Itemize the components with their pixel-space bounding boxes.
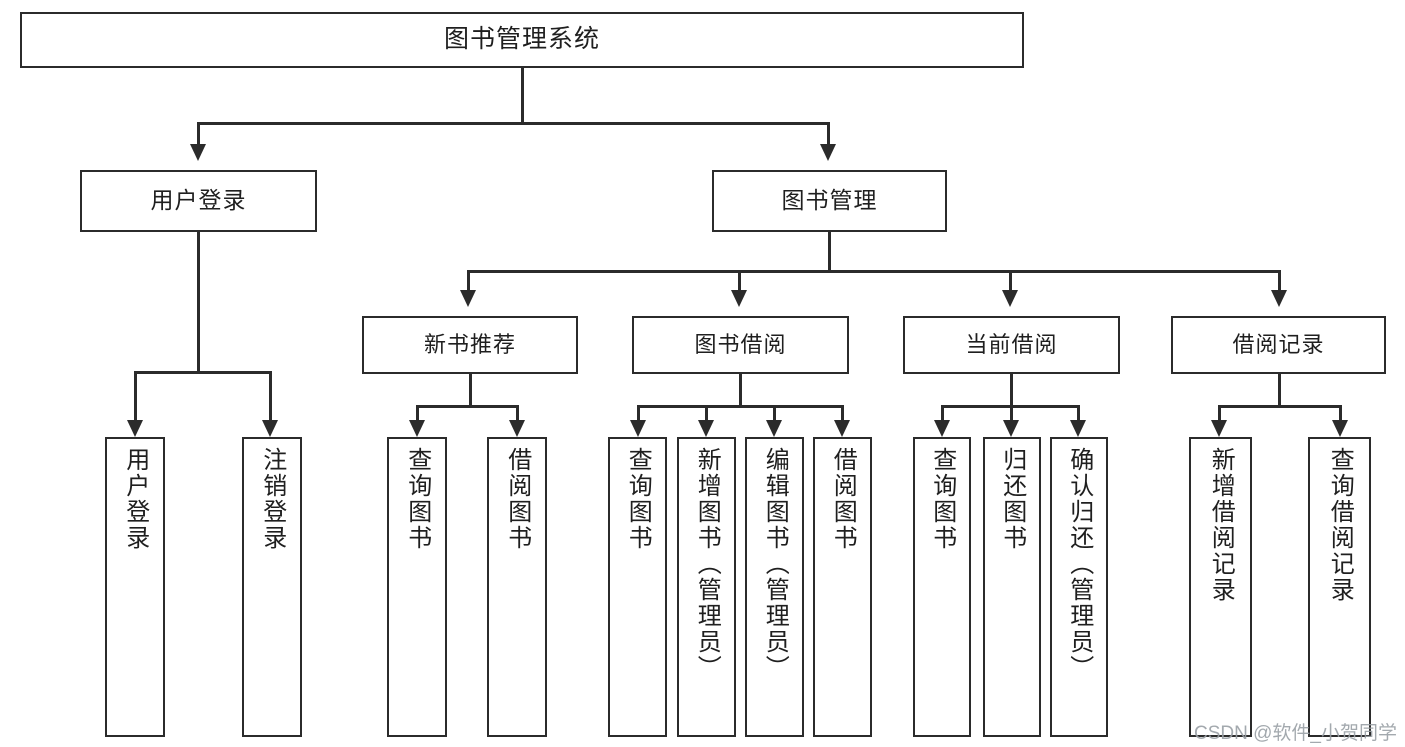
arrow-to-leaf-user-login: [127, 420, 143, 437]
arrow-to-book-borrow: [731, 290, 747, 307]
node-user-login[interactable]: 用户登录: [80, 170, 317, 232]
arrow-to-leaf-confirm-return: [1070, 420, 1086, 437]
arrow-to-leaf-logout-login: [262, 420, 278, 437]
arrow-to-current-borrow: [1002, 290, 1018, 307]
edge-bookborrow-drop-2: [773, 405, 776, 420]
leaf-node-label: 借阅图书: [503, 447, 531, 551]
edge-currentborrow-drop-1: [1010, 405, 1013, 420]
edge-root-drop-left: [197, 122, 200, 144]
leaf-node-label: 编辑图书（管理员）: [761, 447, 789, 681]
edge-currentborrow-drop-0: [941, 405, 944, 420]
node-label: 图书管理: [781, 187, 878, 214]
edge-root-bus: [197, 122, 829, 125]
arrow-to-leaf-query-book-2: [630, 420, 646, 437]
leaf-node[interactable]: 查询图书: [608, 437, 667, 737]
leaf-node-label: 用户登录: [121, 447, 149, 551]
leaf-node[interactable]: 确认归还（管理员）: [1050, 437, 1108, 737]
edge-recommend-drop-1: [516, 405, 519, 420]
leaf-node-label: 查询图书: [928, 447, 956, 551]
edge-bookmgmt-drop-1: [738, 270, 741, 290]
arrow-to-leaf-add-borrow-record: [1211, 420, 1227, 437]
edge-bookborrow-drop-3: [841, 405, 844, 420]
edge-recommend-stem: [469, 374, 472, 405]
edge-bookmgmt-drop-3: [1278, 270, 1281, 290]
node-label: 当前借阅: [965, 332, 1058, 358]
edge-recommend-bus: [416, 405, 518, 408]
leaf-node[interactable]: 归还图书: [983, 437, 1041, 737]
edge-currentborrow-drop-2: [1077, 405, 1080, 420]
leaf-node-label: 查询借阅记录: [1326, 447, 1354, 603]
edge-bookborrow-drop-1: [705, 405, 708, 420]
node-book-management-system[interactable]: 图书管理系统: [20, 12, 1024, 68]
edge-bookborrow-bus: [637, 405, 843, 408]
node-book-management[interactable]: 图书管理: [712, 170, 947, 232]
node-new-book-recommend[interactable]: 新书推荐: [362, 316, 578, 374]
edge-borrowrecord-stem: [1278, 374, 1281, 405]
leaf-node-label: 归还图书: [998, 447, 1026, 551]
arrow-to-new-book-recommend: [460, 290, 476, 307]
leaf-node-label: 注销登录: [258, 447, 286, 551]
leaf-node[interactable]: 新增借阅记录: [1189, 437, 1252, 737]
arrow-to-leaf-return-book: [1003, 420, 1019, 437]
edge-bookmgmt-bus: [467, 270, 1281, 273]
leaf-node[interactable]: 编辑图书（管理员）: [745, 437, 804, 737]
edge-borrowrecord-drop-0: [1218, 405, 1221, 420]
node-label: 借阅记录: [1232, 332, 1325, 358]
edge-borrowrecord-bus: [1218, 405, 1342, 408]
edge-bookmgmt-stem: [828, 232, 831, 270]
edge-recommend-drop-0: [416, 405, 419, 420]
leaf-node-label: 新增图书（管理员）: [693, 447, 721, 681]
edge-userlogin-bus: [134, 371, 271, 374]
leaf-node[interactable]: 借阅图书: [813, 437, 872, 737]
edge-bookborrow-drop-0: [637, 405, 640, 420]
leaf-node-label: 查询图书: [403, 447, 431, 551]
arrow-to-leaf-add-book: [698, 420, 714, 437]
node-label: 用户登录: [150, 187, 247, 214]
node-book-borrow[interactable]: 图书借阅: [632, 316, 849, 374]
node-label: 图书借阅: [694, 332, 787, 358]
leaf-node[interactable]: 注销登录: [242, 437, 302, 737]
edge-borrowrecord-drop-1: [1339, 405, 1342, 420]
arrow-to-leaf-borrow-book-1: [509, 420, 525, 437]
arrow-to-leaf-query-book-1: [409, 420, 425, 437]
arrow-to-leaf-query-book-3: [934, 420, 950, 437]
arrow-to-leaf-edit-book: [766, 420, 782, 437]
leaf-node[interactable]: 用户登录: [105, 437, 165, 737]
edge-currentborrow-stem: [1010, 374, 1013, 405]
arrow-to-user-login: [190, 144, 206, 161]
edge-bookmgmt-drop-2: [1009, 270, 1012, 290]
leaf-node-label: 新增借阅记录: [1207, 447, 1235, 603]
leaf-node[interactable]: 借阅图书: [487, 437, 547, 737]
leaf-node[interactable]: 查询图书: [387, 437, 447, 737]
edge-root-drop-right: [827, 122, 830, 144]
leaf-node-label: 查询图书: [624, 447, 652, 551]
leaf-node-label: 借阅图书: [829, 447, 857, 551]
edge-userlogin-drop-1: [269, 371, 272, 420]
leaf-node[interactable]: 新增图书（管理员）: [677, 437, 736, 737]
node-borrow-record[interactable]: 借阅记录: [1171, 316, 1386, 374]
node-current-borrow[interactable]: 当前借阅: [903, 316, 1120, 374]
edge-userlogin-drop-0: [134, 371, 137, 420]
arrow-to-leaf-query-borrow-record: [1332, 420, 1348, 437]
node-label: 图书管理系统: [443, 25, 600, 54]
arrow-to-leaf-borrow-book-2: [834, 420, 850, 437]
arrow-to-borrow-record: [1271, 290, 1287, 307]
edge-userlogin-stem: [197, 232, 200, 371]
edge-bookmgmt-drop-0: [467, 270, 470, 290]
edge-root-stem: [521, 68, 524, 122]
leaf-node[interactable]: 查询图书: [913, 437, 971, 737]
node-label: 新书推荐: [423, 332, 516, 358]
leaf-node[interactable]: 查询借阅记录: [1308, 437, 1371, 737]
arrow-to-book-management: [820, 144, 836, 161]
leaf-node-label: 确认归还（管理员）: [1065, 447, 1093, 681]
edge-bookborrow-stem: [739, 374, 742, 405]
